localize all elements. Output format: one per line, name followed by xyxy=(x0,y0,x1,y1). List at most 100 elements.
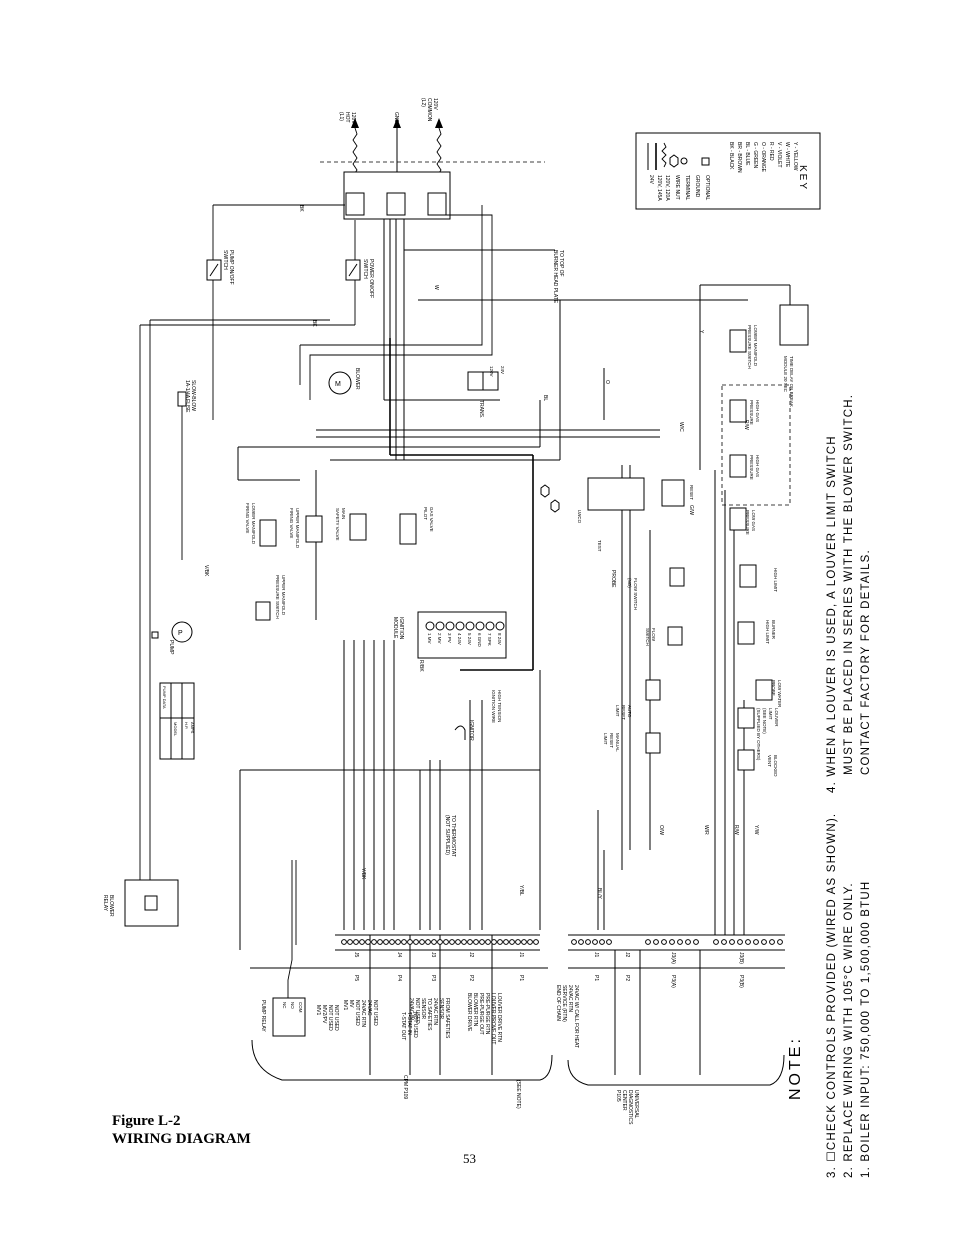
burner-plate-label: TO TOP OFBURNER HEAD PLATE xyxy=(552,250,564,304)
svg-text:PUMP DATA: PUMP DATA xyxy=(162,686,167,709)
svg-text:120V, 145A: 120V, 145A xyxy=(656,175,662,201)
svg-text:BL/Y: BL/Y xyxy=(596,888,602,900)
terminal-pin xyxy=(455,939,461,945)
upper-manifold-pressure-switch: UPPER MANIFOLDPRESSURE SWITCH xyxy=(255,575,286,621)
svg-text:BLOCKEDVENT: BLOCKEDVENT xyxy=(767,755,778,777)
terminal-pin xyxy=(521,939,527,945)
terminal-pin xyxy=(485,939,491,945)
supply-gnd-label: GND xyxy=(393,112,399,124)
svg-text:2 MV: 2 MV xyxy=(437,633,442,644)
svg-text:W/R: W/R xyxy=(703,825,709,835)
svg-text:HIGH LIMIT: HIGH LIMIT xyxy=(773,568,778,592)
svg-text:LOW GASPRESSURE: LOW GASPRESSURE xyxy=(745,510,756,535)
svg-text:IGNITIONMODULE: IGNITIONMODULE xyxy=(392,617,404,640)
svg-text:G/W: G/W xyxy=(688,505,694,515)
terminal-pin xyxy=(413,939,419,945)
note-4: 4. WHEN A LOUVER IS USED, A LOUVER LIMIT… xyxy=(826,435,838,793)
terminal-pin xyxy=(503,939,509,945)
terminal-pin xyxy=(461,939,467,945)
svg-text:R/W: R/W xyxy=(743,420,749,430)
terminal-pin xyxy=(645,939,651,945)
svg-text:Y: Y xyxy=(698,330,704,334)
terminal-pin xyxy=(341,939,347,945)
svg-text:7 SPK: 7 SPK xyxy=(487,633,492,646)
svg-text:BK: BK xyxy=(311,320,317,327)
svg-text:5 24V: 5 24V xyxy=(467,633,472,645)
terminal-pin xyxy=(729,939,735,945)
svg-text:HIGH GASPRESSURE: HIGH GASPRESSURE xyxy=(749,455,760,480)
supply-hot-label: 120VHOT(L1) xyxy=(338,112,356,124)
upper-manifold-valve: UPPER MANIFOLDFIRING VALVE xyxy=(289,508,323,549)
cpm-labels: P5 J5 NOT USEDNOT USEDMV2/PVMV1 P4 J4 NO… xyxy=(315,952,524,1109)
svg-text:Y - YELLOW: Y - YELLOW xyxy=(792,142,798,171)
svg-text:LOWER MANIFOLDPRESSURE SWITCH: LOWER MANIFOLDPRESSURE SWITCH xyxy=(747,325,758,369)
svg-text:FLOW SWITCH(NO): FLOW SWITCH(NO) xyxy=(627,578,638,610)
terminal-pin xyxy=(777,939,783,945)
junction-box xyxy=(343,171,451,460)
terminal-pin xyxy=(721,939,727,945)
svg-text:PUMP: PUMP xyxy=(168,640,174,655)
svg-text:H.P.: H.P. xyxy=(184,722,189,729)
svg-text:FLOWSWITCH: FLOWSWITCH xyxy=(645,628,656,646)
terminal-pin xyxy=(571,939,577,945)
svg-text:PUMP RELAY: PUMP RELAY xyxy=(260,1000,266,1032)
supply-common-label: 120VCOMMON(L2) xyxy=(420,98,438,122)
terminal-pin xyxy=(661,939,667,945)
svg-text:UPPER MANIFOLDFIRING VALVE: UPPER MANIFOLDFIRING VALVE xyxy=(289,508,300,549)
svg-text:AUTORESETLIMIT: AUTORESETLIMIT xyxy=(615,705,632,720)
high-gas-pressure: HIGH GASPRESSURE HIGH GASPRESSURE xyxy=(721,384,791,506)
svg-text:P3(B): P3(B) xyxy=(738,975,744,988)
time-delay-module: TIME DELAY ON BREAKMODULE 20 SEC xyxy=(779,304,809,407)
notes-heading: NOTE: xyxy=(787,1036,804,1100)
probe-label: PROBE xyxy=(610,570,616,588)
svg-text:PUMP ON/OFFSWITCH: PUMP ON/OFFSWITCH xyxy=(222,250,234,285)
terminal-pin xyxy=(467,939,473,945)
terminal-pin xyxy=(353,939,359,945)
line-voltage-wiring xyxy=(139,204,493,1000)
svg-text:NO: NO xyxy=(290,1002,295,1009)
terminal-pin xyxy=(431,939,437,945)
udc-terminal-strip xyxy=(567,934,785,1086)
wire-nut-icon xyxy=(540,484,550,498)
terminal-pin xyxy=(509,939,515,945)
pump-relay: PUMP RELAY NC NO COM xyxy=(260,997,306,1037)
terminal-pin xyxy=(653,939,659,945)
svg-text:TIME DELAY ON BREAKMODULE 20 S: TIME DELAY ON BREAKMODULE 20 SEC xyxy=(783,356,794,407)
svg-text:TERMINAL: TERMINAL xyxy=(684,175,690,201)
svg-text:120V: 120V xyxy=(489,366,494,377)
svg-text:W: W xyxy=(433,285,439,290)
terminal-pin xyxy=(437,939,443,945)
svg-text:P3(A): P3(A) xyxy=(670,975,676,988)
terminal-pin xyxy=(606,939,612,945)
svg-text:BLOWERRELAY: BLOWERRELAY xyxy=(102,895,114,917)
terminal-pin xyxy=(473,939,479,945)
svg-text:V - VIOLET: V - VIOLET xyxy=(776,142,782,168)
wire-nut-icon xyxy=(550,499,560,513)
udc-labels: P1 J1 24VAC W/ CALL FOR HEAT24VAC RTNSER… xyxy=(555,952,744,1125)
svg-text:3 PV: 3 PV xyxy=(447,633,452,643)
burner-high-limit: BURNERHIGH LIMIT xyxy=(737,620,776,645)
svg-text:J1: J1 xyxy=(518,952,524,958)
svg-text:Y/BK: Y/BK xyxy=(360,868,366,880)
svg-text:O - ORANGE: O - ORANGE xyxy=(760,142,766,173)
terminal-pin xyxy=(497,939,503,945)
svg-text:BURNERHIGH LIMIT: BURNERHIGH LIMIT xyxy=(765,620,776,644)
low-water-probe: LOW WATERPROBE xyxy=(755,679,782,708)
svg-text:24V: 24V xyxy=(500,366,505,374)
svg-text:J5: J5 xyxy=(353,952,359,958)
svg-text:M: M xyxy=(335,381,341,388)
svg-text:J3: J3 xyxy=(430,952,436,958)
svg-text:W - WHITE: W - WHITE xyxy=(784,142,790,168)
svg-text:POWER ON/OFFSWITCH: POWER ON/OFFSWITCH xyxy=(362,259,374,298)
figure-title: WIRING DIAGRAM xyxy=(112,1131,251,1147)
svg-text:GAS VALVEPILOT: GAS VALVEPILOT xyxy=(423,507,434,532)
svg-text:BLOWER: BLOWER xyxy=(354,368,360,390)
svg-text:J3(B): J3(B) xyxy=(738,952,744,964)
svg-text:LWCO: LWCO xyxy=(577,510,582,524)
svg-text:P1: P1 xyxy=(518,975,524,981)
terminal-pin xyxy=(365,939,371,945)
main-safety-valve: MAINSAFETY VALVE xyxy=(335,508,367,541)
svg-text:R - RED: R - RED xyxy=(768,142,774,161)
terminal-pin xyxy=(449,939,455,945)
